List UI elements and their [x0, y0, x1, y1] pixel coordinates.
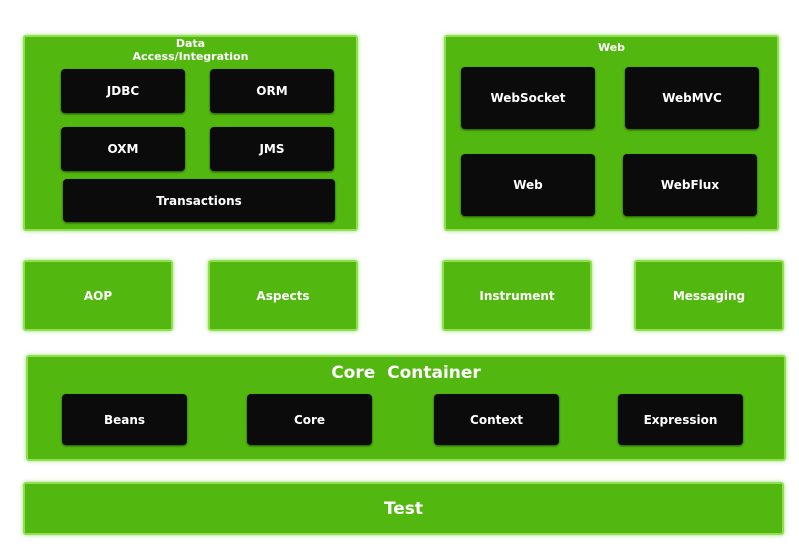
instrument-label: Instrument	[479, 288, 555, 303]
aspects-label: Aspects	[256, 288, 310, 303]
module-transactions: Transactions	[63, 179, 335, 222]
module-jms: JMS	[210, 127, 334, 171]
core-container-group: Core Container Beans Core Context Expres…	[26, 355, 786, 461]
module-orm: ORM	[210, 69, 334, 113]
module-jdbc: JDBC	[61, 69, 185, 113]
data-access-title-line2: Access/Integration	[132, 50, 249, 63]
web-group: Web WebSocket WebMVC Web WebFlux	[444, 35, 779, 231]
module-context: Context	[434, 394, 559, 445]
module-webflux: WebFlux	[623, 154, 757, 216]
module-core: Core	[247, 394, 372, 445]
module-instrument: Instrument	[442, 260, 592, 331]
module-webmvc: WebMVC	[625, 67, 759, 129]
core-container-title: Core Container	[331, 363, 481, 383]
data-access-title: Data Access/Integration	[25, 37, 356, 63]
module-expression: Expression	[618, 394, 743, 445]
module-web: Web	[461, 154, 595, 216]
module-beans: Beans	[62, 394, 187, 445]
module-aspects: Aspects	[208, 260, 358, 331]
web-title: Web	[597, 41, 626, 54]
test-group: Test	[23, 482, 784, 535]
module-oxm: OXM	[61, 127, 185, 171]
module-messaging: Messaging	[634, 260, 784, 331]
module-aop: AOP	[23, 260, 173, 331]
data-access-title-line1: Data	[175, 37, 206, 50]
test-label: Test	[383, 498, 424, 519]
module-websocket: WebSocket	[461, 67, 595, 129]
messaging-label: Messaging	[672, 288, 746, 303]
data-access-integration-group: Data Access/Integration JDBC ORM OXM JMS…	[23, 35, 358, 231]
aop-label: AOP	[83, 288, 113, 303]
